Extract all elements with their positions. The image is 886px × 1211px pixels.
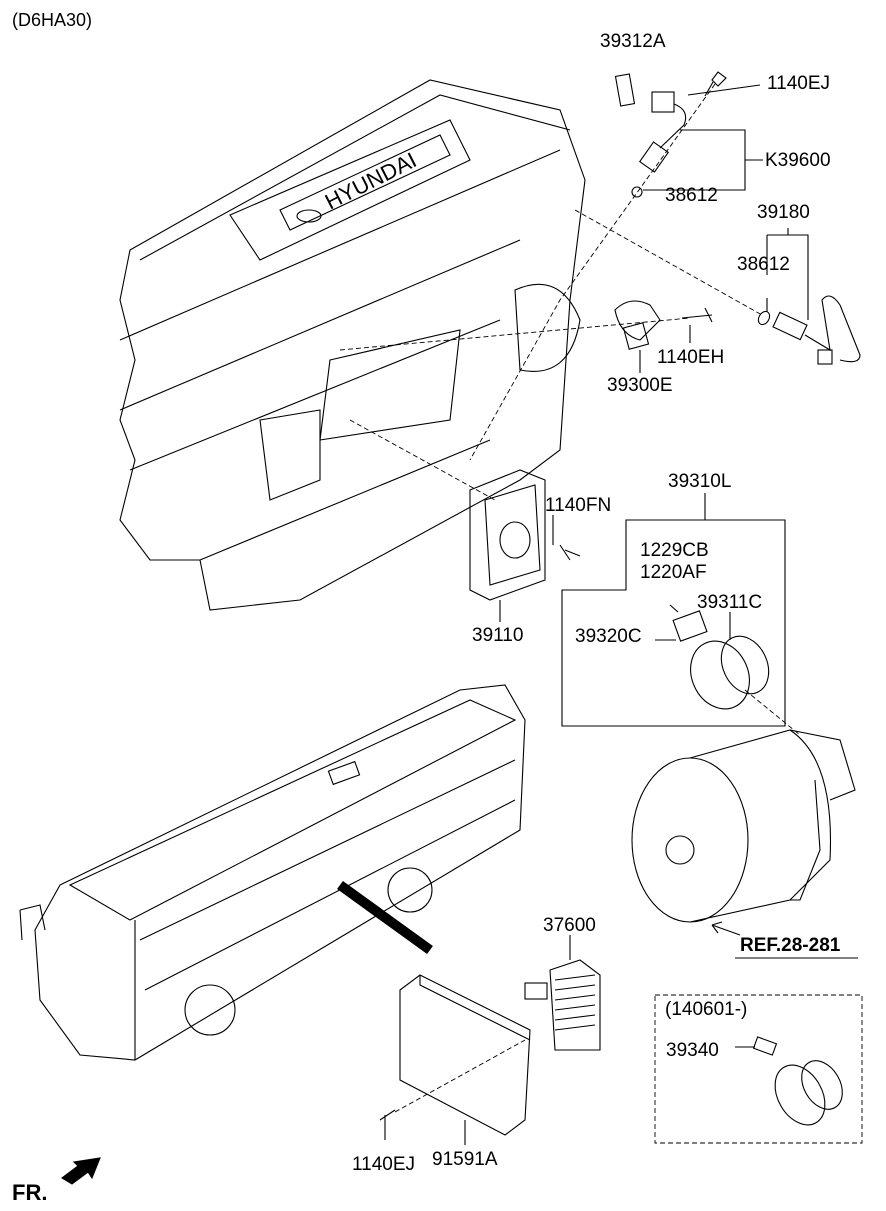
part-label-1220AF[interactable]: 1220AF (640, 562, 707, 583)
part-label-1140EJ-top[interactable]: 1140EJ (767, 73, 831, 94)
ecu-module (469, 469, 581, 622)
part-label-1140EJ-bottom[interactable]: 1140EJ (352, 1154, 416, 1175)
part-label-37600[interactable]: 37600 (543, 915, 596, 936)
reference-label[interactable]: REF.28-281 (740, 935, 841, 956)
part-label-39312A[interactable]: 39312A (600, 31, 666, 52)
part-label-39320C[interactable]: 39320C (575, 626, 642, 647)
part-label-39110[interactable]: 39110 (472, 625, 524, 646)
maf-sensor-group (561, 493, 801, 736)
part-label-1229CB[interactable]: 1229CB (640, 540, 709, 561)
model-code: (D6HA30) (12, 10, 93, 30)
part-label-K39600[interactable]: K39600 (765, 150, 831, 171)
variant-box (654, 994, 863, 1144)
part-label-91591A[interactable]: 91591A (432, 1149, 498, 1170)
part-label-38612-b[interactable]: 38612 (737, 254, 790, 275)
part-label-39180[interactable]: 39180 (757, 202, 810, 223)
air-filter (631, 729, 858, 959)
bus-illustration (19, 684, 526, 1061)
part-label-39340[interactable]: 39340 (666, 1040, 719, 1061)
variant-period-label: (140601-) (665, 999, 748, 1020)
part-label-1140EH[interactable]: 1140EH (657, 347, 725, 368)
engine-illustration: HYUNDAI (119, 79, 586, 611)
engine-brand-text: HYUNDAI (321, 147, 421, 214)
part-label-39310L[interactable]: 39310L (668, 471, 732, 492)
front-label: FR. (12, 1180, 48, 1205)
front-arrow-icon (61, 1157, 101, 1185)
control-units (379, 935, 601, 1145)
part-label-39311C[interactable]: 39311C (697, 592, 763, 613)
sensor-parts (339, 71, 861, 501)
part-label-38612-a[interactable]: 38612 (665, 185, 718, 206)
part-label-1140FN[interactable]: 1140FN (545, 495, 612, 516)
part-label-39300E[interactable]: 39300E (607, 375, 673, 396)
